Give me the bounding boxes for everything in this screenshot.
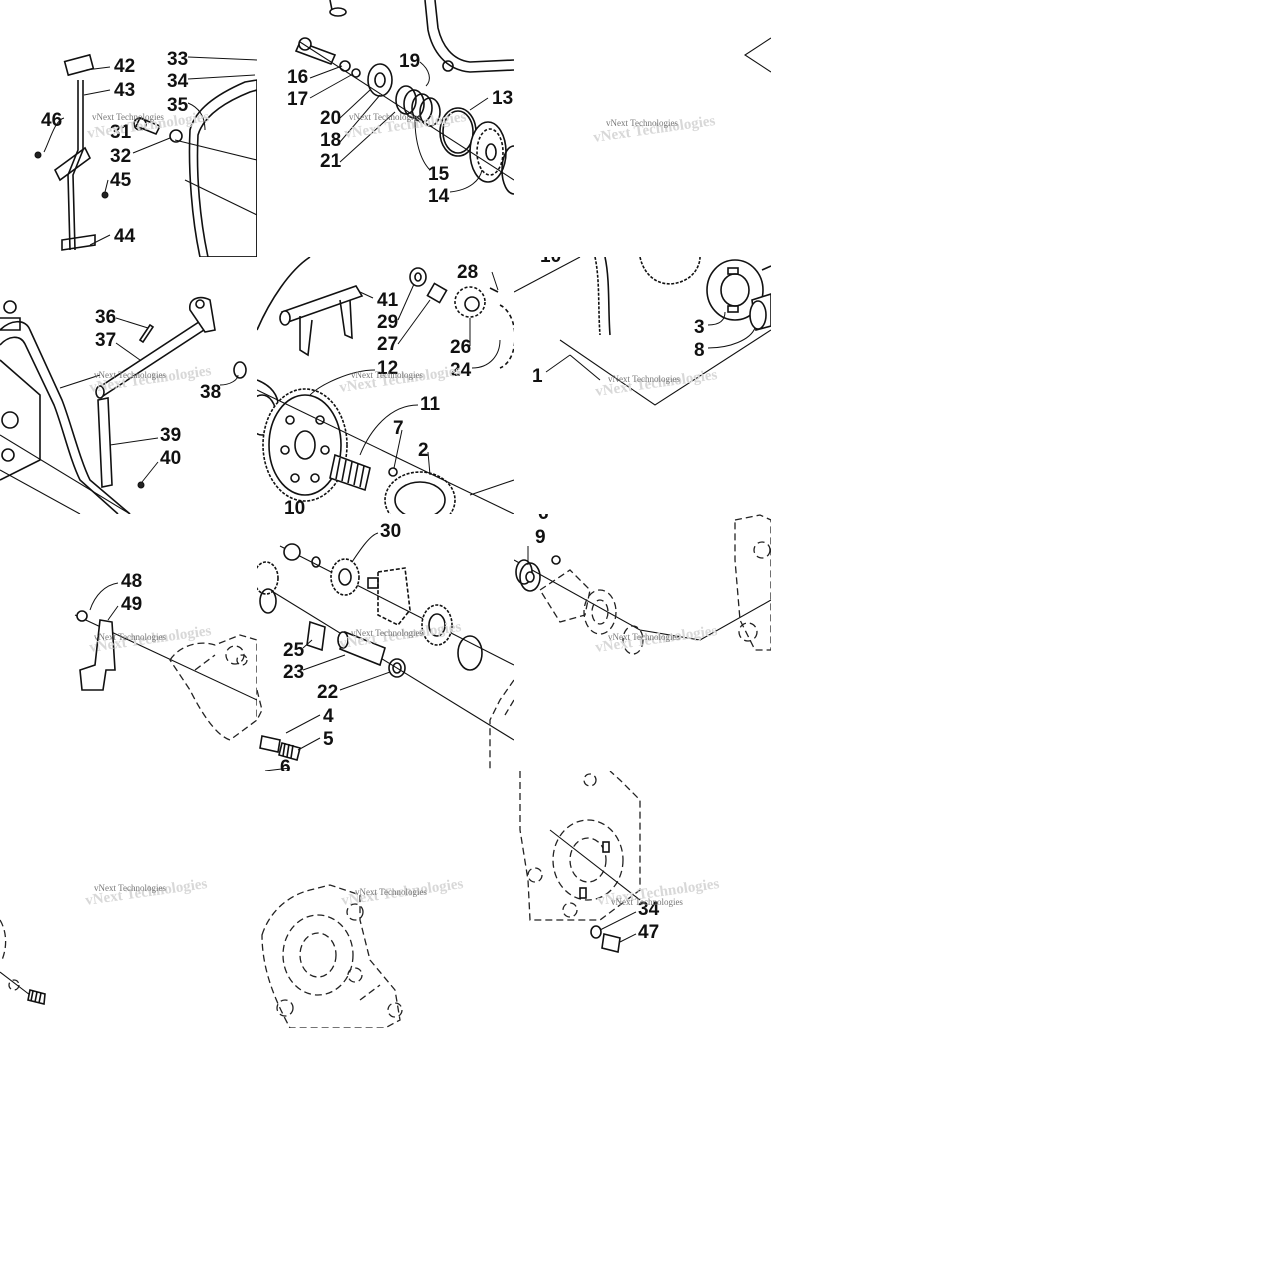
- callout-8: 8: [694, 340, 705, 361]
- callout-36: 36: [95, 307, 116, 328]
- callout-27: 27: [377, 334, 398, 355]
- tile-b: 16 17 19 20 18 21 13 15 14 vNext Technol…: [287, 0, 514, 207]
- watermark-d: vNext Technologies: [94, 370, 166, 380]
- callout-39: 39: [160, 425, 181, 446]
- tile-j: vNext Technologies vNext Technologies: [0, 876, 208, 1006]
- callout-22: 22: [317, 682, 338, 703]
- tile-c: vNext Technologies vNext Technologies: [592, 37, 771, 146]
- callout-33: 33: [167, 49, 188, 70]
- lever-knob: [63, 53, 95, 77]
- callout-4: 4: [323, 706, 334, 727]
- watermark-i: vNext Technologies: [608, 632, 680, 642]
- watermark-j: vNext Technologies: [94, 883, 166, 893]
- watermark-e: vNext Technologies: [351, 370, 423, 380]
- tile-h: 30 25 23 22 4 5 6 vNext Technologies vNe…: [257, 521, 514, 778]
- callout-6b: 6: [538, 503, 549, 524]
- callout-49: 49: [121, 594, 142, 615]
- callout-24: 24: [450, 360, 472, 381]
- callout-25: 25: [283, 640, 305, 661]
- callout-38: 38: [200, 382, 221, 403]
- watermark-c: vNext Technologies: [606, 118, 678, 128]
- callout-2: 2: [418, 440, 429, 461]
- callout-43: 43: [114, 80, 135, 101]
- callout-16: 16: [287, 67, 308, 88]
- tile-e: 41 29 27 28 26 24 12 11 7 2 10 vNext Tec…: [257, 257, 514, 519]
- callout-9: 9: [535, 527, 546, 548]
- callout-31: 31: [110, 122, 132, 143]
- callout-18: 18: [320, 130, 341, 151]
- callout-17: 17: [287, 89, 308, 110]
- tile-d: 36 37 38 39 40 vNext Technologies vNext …: [0, 296, 247, 514]
- watermark-b: vNext Technologies: [349, 112, 421, 122]
- callout-12: 12: [377, 358, 398, 379]
- watermark-a: vNext Technologies: [92, 112, 164, 122]
- callout-11: 11: [420, 394, 441, 415]
- callout-45: 45: [110, 170, 132, 191]
- tile-l: 34 47 vNext Technologies vNext Technolog…: [519, 771, 720, 953]
- callout-5: 5: [323, 729, 334, 750]
- callout-32: 32: [110, 146, 131, 167]
- watermark-f: vNext Technologies: [608, 374, 680, 384]
- callout-14: 14: [428, 186, 450, 207]
- callout-42: 42: [114, 56, 135, 77]
- watermark-k: vNext Technologies: [355, 887, 427, 897]
- callout-19: 19: [399, 51, 420, 72]
- callout-7: 7: [393, 418, 404, 439]
- tile-f: 10 3 8 1 vNext Technologies vNext Techno…: [514, 246, 771, 406]
- tile-g: 48 49 vNext Technologies vNext Technolog…: [74, 571, 257, 741]
- callout-1: 1: [532, 366, 543, 387]
- watermark-l: vNext Technologies: [611, 897, 683, 907]
- callout-34: 34: [167, 71, 189, 92]
- tile-k: vNext Technologies vNext Technologies: [261, 876, 464, 1028]
- callout-23: 23: [283, 662, 304, 683]
- callout-15: 15: [428, 164, 450, 185]
- callout-10b: 10: [540, 246, 561, 267]
- callout-26: 26: [450, 337, 471, 358]
- callout-37: 37: [95, 330, 116, 351]
- callout-20: 20: [320, 108, 341, 129]
- tile-i: 9 6 vNext Technologies vNext Technologie…: [514, 503, 771, 656]
- callout-6: 6: [280, 757, 291, 778]
- callout-10: 10: [284, 498, 305, 519]
- callout-41: 41: [377, 290, 399, 311]
- callout-3: 3: [694, 317, 705, 338]
- callout-34b: 34: [638, 899, 660, 920]
- callout-30: 30: [380, 521, 401, 542]
- callout-29: 29: [377, 312, 398, 333]
- callout-35: 35: [167, 95, 189, 116]
- watermark-g: vNext Technologies: [94, 632, 166, 642]
- callout-47: 47: [638, 922, 659, 943]
- callout-21: 21: [320, 151, 342, 172]
- callout-46: 46: [41, 110, 62, 131]
- callout-48: 48: [121, 571, 142, 592]
- callout-28: 28: [457, 262, 478, 283]
- callout-13: 13: [492, 88, 513, 109]
- callout-44: 44: [114, 226, 136, 247]
- callout-40: 40: [160, 448, 181, 469]
- watermark-h: vNext Technologies: [351, 628, 423, 638]
- tile-a: 33 34 35 42 43 46 31 32 45 44 vNext Tech…: [34, 49, 257, 257]
